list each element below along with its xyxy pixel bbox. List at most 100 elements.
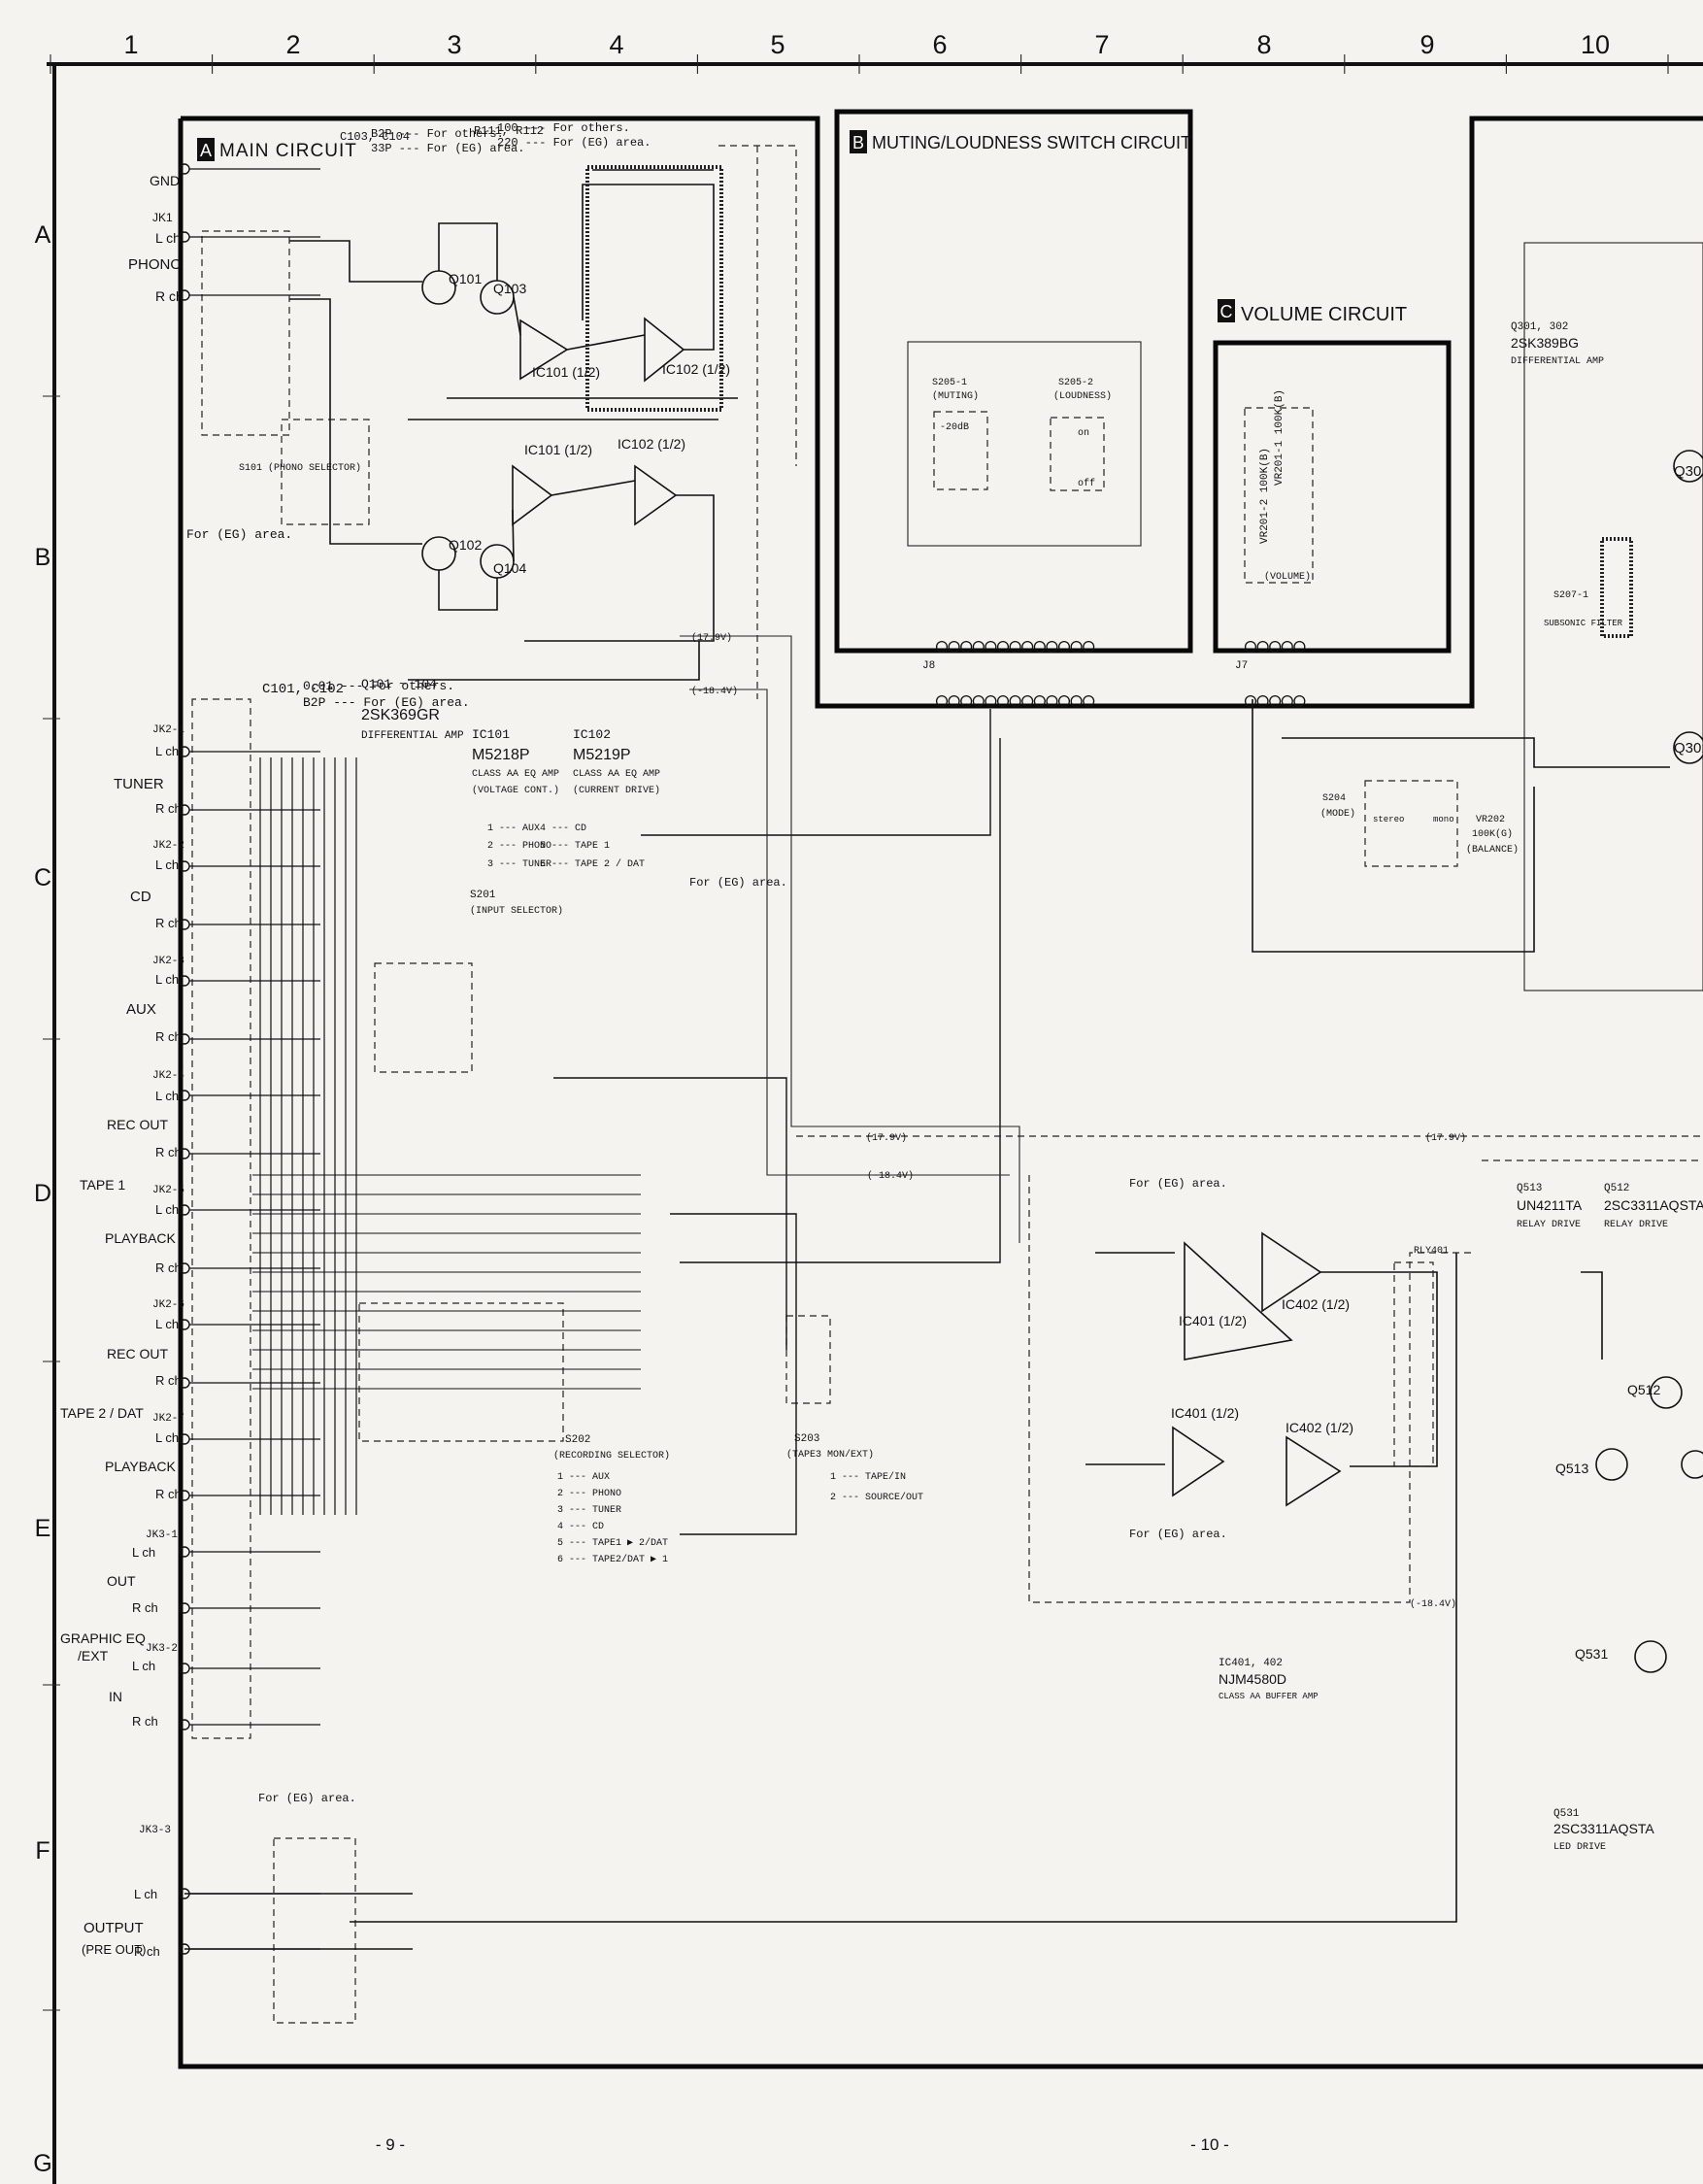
jk2-1-label: JK2-1 (152, 724, 184, 736)
c101-note: C101, C102 (262, 682, 344, 697)
row-label: D (34, 1180, 51, 1207)
connector-pin (996, 694, 1010, 708)
connector-pin (1070, 640, 1083, 654)
j7-label: J7 (1235, 660, 1248, 672)
phono-label: PHONO (128, 256, 182, 273)
jk2-4-label: JK2-4 (152, 1070, 184, 1082)
phono-rch: R ch (155, 288, 184, 304)
col-label: 10 (1581, 30, 1610, 59)
ic102-part: M5219P (573, 747, 631, 763)
s204-label: S204 (1322, 793, 1346, 804)
tape2-label: TAPE 2 / DAT (60, 1405, 144, 1421)
connector-pin (1244, 694, 1257, 708)
col-label: 8 (1256, 30, 1271, 59)
selector-route (553, 738, 1001, 1350)
loudness-on-label: on (1078, 428, 1089, 439)
q531-name: Q531 (1553, 1808, 1580, 1820)
s201-legend-6: 6 --- TAPE 2 / DAT (540, 858, 645, 870)
col-label: 1 (123, 30, 138, 59)
output-lch: L ch (134, 1887, 157, 1901)
output-label: OUTPUT (83, 1920, 144, 1936)
s201-legend-4: 4 --- CD (540, 823, 586, 834)
geq-in-lch: L ch (132, 1659, 155, 1673)
main-circuit-frame: A MAIN CIRCUIT (178, 116, 1703, 2069)
s203-desc: (TAPE3 MON/EXT) (786, 1449, 874, 1461)
jk2-7-label: JK2-7 (152, 1413, 184, 1425)
connector-pin (1070, 694, 1083, 708)
c103-note: C103, C104 (340, 130, 410, 144)
q101-label: Q101 (449, 271, 482, 286)
tape1-rec-lch: L ch (155, 1089, 179, 1103)
voltage-rails: (17.9V) (-18.4V) (17.9V) (-18.4V) (17.9V… (680, 632, 1466, 1610)
connector-pin (1021, 640, 1034, 654)
col-label: 3 (447, 30, 461, 59)
connector-pin (1057, 694, 1071, 708)
ic401a-label: IC401 (1/2) (1179, 1313, 1247, 1328)
connector-pin (1281, 640, 1293, 654)
s202-legend-5: 5 --- TAPE1 ▶ 2/DAT (557, 1537, 668, 1549)
ext-label: /EXT (78, 1648, 109, 1663)
connector-pin (948, 694, 960, 708)
vr201-2-label: VR201-2 100K(B) (1259, 448, 1271, 544)
ic401b-label: IC401 (1/2) (1171, 1405, 1239, 1421)
aux-rch: R ch (155, 1029, 182, 1044)
c33p-note: 33P --- For (EG) area. (371, 142, 524, 155)
connector-pin (985, 694, 997, 708)
row-ticks (43, 395, 60, 2011)
tape2-rec-rch: R ch (155, 1373, 182, 1388)
q301-name: Q301, 302 (1511, 321, 1568, 333)
rly401-label: RLY401 (1414, 1246, 1449, 1257)
connector-rows (935, 640, 1306, 708)
ic101-name: IC101 (472, 727, 510, 742)
q101-part: 2SK369GR (361, 707, 440, 723)
connector-pin (985, 640, 997, 654)
col-label: 7 (1094, 30, 1109, 59)
s202-legend-2: 2 --- PHONO (557, 1489, 621, 1499)
rail-17-9v-2: (17.9V) (866, 1132, 907, 1144)
s203-name: S203 (794, 1433, 819, 1445)
aux-label: AUX (126, 1001, 156, 1018)
vr202-label: VR202 (1476, 815, 1505, 825)
connector-pin (1256, 640, 1269, 654)
s205-2-desc: (LOUDNESS) (1053, 390, 1112, 402)
connector-pin (1256, 694, 1269, 708)
col-label: 5 (770, 30, 785, 59)
connector-pin (960, 640, 973, 654)
for-eg-area-note-3: For (EG) area. (689, 876, 787, 890)
s202-legend-6: 6 --- TAPE2/DAT ▶ 1 (557, 1554, 668, 1565)
s205-2-label: S205-2 (1058, 378, 1093, 388)
ic102-desc2: (CURRENT DRIVE) (573, 785, 660, 796)
input-jacks: JK2-1 L ch TUNER R ch JK2-2 L ch CD R ch… (60, 163, 1457, 2024)
phono-eq-section: GND JK1 L ch PHONO R ch S101 (PHONO SELE… (128, 121, 797, 796)
vr202-value: 100K(G) (1472, 828, 1513, 840)
connector-pin (1293, 640, 1306, 654)
tape1-pb-lch: L ch (155, 1202, 179, 1217)
geq-label: GRAPHIC EQ (60, 1630, 146, 1646)
row-label: E (35, 1515, 51, 1542)
q302-label: Q302 (1674, 740, 1703, 756)
connector-pin (972, 694, 985, 708)
selector-section: S201 (INPUT SELECTOR) 1 --- AUX 2 --- PH… (252, 709, 1001, 1565)
geq-out-lch: L ch (132, 1545, 155, 1560)
muting-badge: B (852, 133, 864, 152)
q513-label: Q513 (1555, 1461, 1588, 1476)
gnd-label: GND (150, 173, 180, 188)
q301-desc: DIFFERENTIAL AMP (1511, 356, 1604, 367)
connector-pin (1033, 640, 1046, 654)
col-label: 6 (932, 30, 947, 59)
s202-name: S202 (565, 1434, 590, 1446)
col-label: 2 (285, 30, 300, 59)
ic101-desc2: (VOLTAGE CONT.) (472, 785, 559, 796)
jk1-label: JK1 (152, 211, 173, 224)
tuner-lch: L ch (155, 744, 179, 758)
geq-out-rch: R ch (132, 1600, 158, 1615)
jk3-3-label: JK3-3 (139, 1825, 171, 1836)
q101-desc: DIFFERENTIAL AMP (361, 730, 464, 742)
s202-legend-3: 3 --- TUNER (557, 1505, 621, 1516)
connector-pin (1057, 640, 1071, 654)
s201-legend-2: 2 --- PHONO (487, 841, 551, 852)
geq-in-label: IN (109, 1689, 122, 1704)
s202-legend-1: 1 --- AUX (557, 1472, 610, 1483)
j8-label: J8 (922, 660, 935, 672)
q512-desc: RELAY DRIVE (1604, 1220, 1668, 1230)
